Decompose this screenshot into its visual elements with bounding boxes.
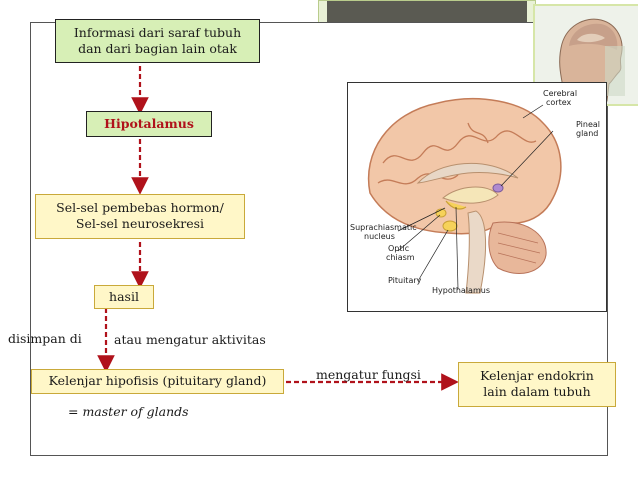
endocrine-line1: Kelenjar endokrin — [480, 368, 594, 383]
cells-line1: Sel-sel pembebas hormon/ — [56, 200, 224, 215]
master-of-glands-label: = master of glands — [68, 404, 189, 419]
stored-in-label: disimpan di — [8, 331, 82, 346]
hypothalamus-box: Hipotalamus — [86, 111, 212, 137]
label-scn-1: Suprachiasmatic — [350, 223, 417, 232]
pineal-gland-shape — [492, 183, 504, 193]
pituitary-gland-box: Kelenjar hipofisis (pituitary gland) — [31, 369, 284, 394]
endocrine-glands-box: Kelenjar endokrin lain dalam tubuh — [458, 362, 616, 407]
info-source-line1: Informasi dari saraf tubuh — [73, 25, 242, 40]
brain-illustration-panel: Cerebral cortex Pineal gland Suprachiasm… — [347, 82, 607, 312]
label-optic-1: Optic — [388, 244, 409, 253]
corpus-callosum-shape — [416, 162, 519, 184]
regulates-function-label: mengatur fungsi — [316, 367, 421, 382]
info-source-line2: dan dari bagian lain otak — [78, 41, 237, 56]
cells-line2: Sel-sel neurosekresi — [75, 216, 205, 231]
regulate-activity-label: atau mengatur aktivitas — [114, 332, 266, 347]
label-pineal-1: Pineal — [576, 120, 600, 129]
neurosecretory-cells-box: Sel-sel pembebas hormon/ Sel-sel neurose… — [35, 194, 245, 239]
label-cerebral-cortex-1: Cerebral — [543, 89, 577, 98]
brainstem-shape — [465, 210, 487, 294]
result-box: hasil — [94, 285, 154, 309]
brain-sagittal-illustration: Cerebral cortex Pineal gland Suprachiasm… — [348, 83, 606, 311]
label-scn-2: nucleus — [364, 232, 395, 241]
thalamus-shape — [442, 186, 499, 204]
label-hypothalamus: Hypothalamus — [432, 286, 490, 295]
label-optic-2: chiasm — [386, 253, 415, 262]
label-pituitary: Pituitary — [388, 276, 422, 285]
endocrine-line2: lain dalam tubuh — [483, 384, 591, 399]
info-source-box: Informasi dari saraf tubuh dan dari bagi… — [55, 19, 260, 63]
label-cerebral-cortex-2: cortex — [546, 98, 572, 107]
label-pineal-2: gland — [576, 129, 598, 138]
pituitary-shape — [442, 220, 458, 232]
